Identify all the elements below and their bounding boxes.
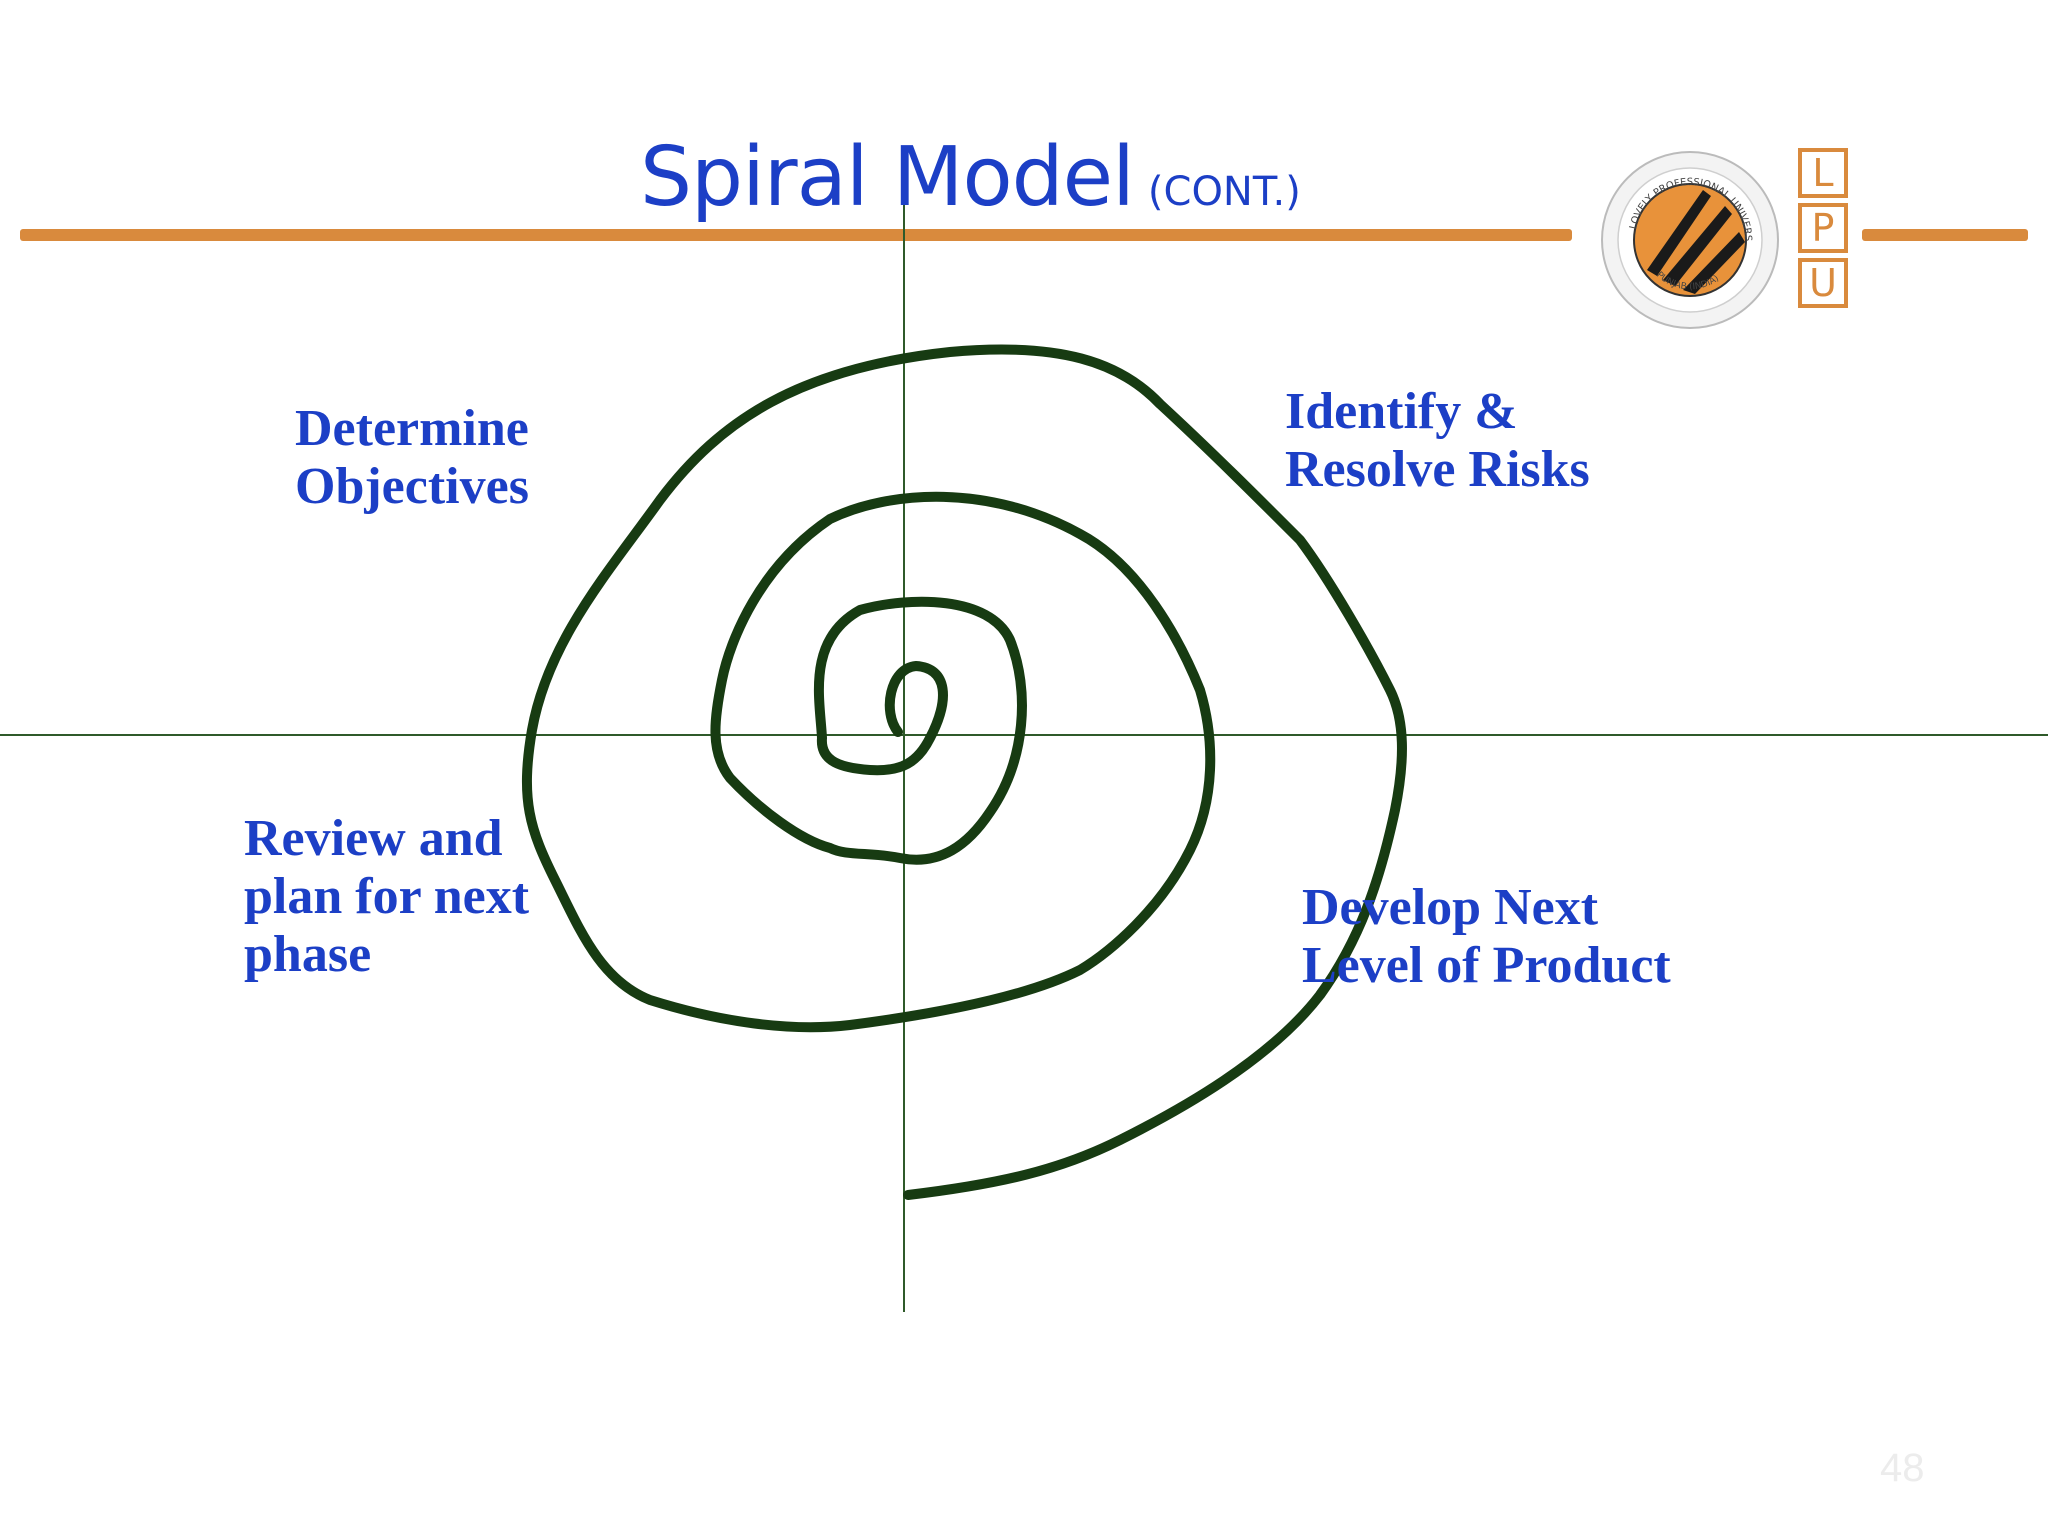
header-rule-right [1862,229,2028,241]
quadrant-label-line: Resolve Risks [1285,441,1590,498]
quadrant-label-line: plan for next [244,868,530,925]
quadrant-label-line: Review and [244,810,503,867]
quadrant-label-determine-objectives: Determine Objectives [295,400,529,516]
header-rule-left [20,229,1572,241]
quadrant-label-line: Develop Next [1302,879,1599,936]
slide-title-suffix: (CONT.) [1147,169,1301,215]
quadrant-label-line: Objectives [295,458,529,515]
logo-letter-p: P [1798,203,1848,253]
logo-letter-l: L [1798,148,1848,198]
quadrant-label-develop-product: Develop Next Level of Product [1302,879,1671,995]
page-number: 48 [1880,1446,1925,1490]
quadrant-label-line: Identify & [1285,383,1518,440]
quadrant-label-line: phase [244,926,372,983]
slide-title-main: Spiral Model [640,130,1135,225]
quadrant-label-review-plan: Review and plan for next phase [244,810,529,984]
quadrant-label-line: Determine [295,400,529,457]
slide-title: Spiral Model (CONT.) [640,130,1301,225]
quadrant-label-identify-risks: Identify & Resolve Risks [1285,383,1590,499]
logo-letter-u: U [1798,258,1848,308]
quadrant-label-line: Level of Product [1302,937,1671,994]
spiral-curve [521,344,1407,1200]
lpu-seal-logo: LOVELY PROFESSIONAL UNIVERSITY PUNJAB (I… [1585,140,1779,329]
